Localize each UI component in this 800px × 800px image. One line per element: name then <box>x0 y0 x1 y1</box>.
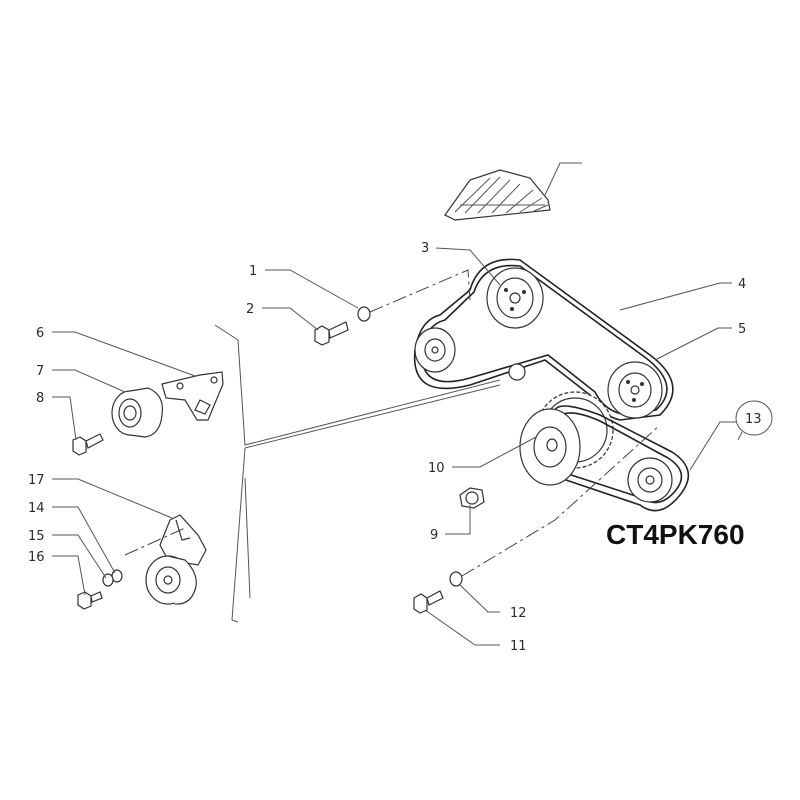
callout-labels: 1 2 3 4 5 6 7 8 9 10 11 12 13 14 15 16 1… <box>28 241 773 654</box>
callout-9: 9 <box>430 528 438 543</box>
leader-lines <box>52 247 745 646</box>
callout-3: 3 <box>421 241 429 256</box>
bolt-16 <box>77 591 103 610</box>
callout-10: 10 <box>428 461 445 476</box>
callout-5: 5 <box>738 322 746 337</box>
small-idler <box>508 363 526 381</box>
callout-6: 6 <box>36 326 44 341</box>
callout-4: 4 <box>738 277 746 292</box>
pulley-3 <box>486 267 544 329</box>
callout-16: 16 <box>28 550 45 565</box>
pulley-left <box>414 327 456 373</box>
bolt-2-washer-1 <box>314 269 471 346</box>
callout-11: 11 <box>510 639 527 654</box>
bracket-6 <box>161 371 224 421</box>
callout-7: 7 <box>36 364 44 379</box>
pulley-13-driven <box>627 457 673 503</box>
callout-15: 15 <box>28 529 45 544</box>
callout-13-bubble <box>735 400 773 436</box>
section-frame-lines <box>214 324 501 623</box>
part-code: CT4PK760 <box>606 519 745 550</box>
callout-14: 14 <box>28 501 45 516</box>
callout-8: 8 <box>36 391 44 406</box>
pulley-10 <box>519 408 581 486</box>
pulley-5 <box>607 361 663 419</box>
lower-belt-assembly <box>519 391 690 512</box>
belt-cover <box>444 162 582 221</box>
callout-1: 1 <box>249 264 257 279</box>
callout-13: 13 <box>745 412 762 427</box>
bolt-11-washer-12 <box>413 424 661 614</box>
callout-2: 2 <box>246 302 254 317</box>
bolt-8 <box>72 433 104 456</box>
tensioner-17 <box>124 514 207 605</box>
upper-belt-assembly <box>413 258 674 421</box>
nut-9 <box>459 487 485 509</box>
roller-7 <box>111 387 164 438</box>
callout-12: 12 <box>510 606 527 621</box>
callout-17: 17 <box>28 473 45 488</box>
